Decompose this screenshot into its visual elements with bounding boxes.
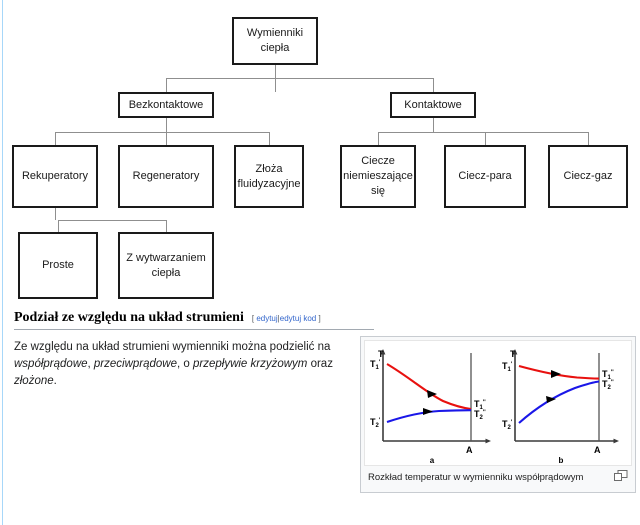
panel-a-cold-inlet-label: T2' bbox=[370, 417, 381, 429]
connector-rekuperatory-up bbox=[55, 132, 56, 145]
node-label: Ciecze niemieszające się bbox=[343, 155, 413, 197]
paragraph-text-3: , o bbox=[177, 358, 193, 370]
panel-b-hot-arrow bbox=[551, 370, 561, 378]
section-edit-links: [ edytuj|edytuj kod ] bbox=[251, 314, 321, 323]
connector-rekuperatory-down bbox=[55, 208, 56, 220]
node-zloza-fluidyzacyjne[interactable]: Złoża fluidyzacyjne bbox=[234, 145, 304, 208]
emphasis-przeplywie-krzyzowym: przepływie krzyżowym bbox=[193, 358, 308, 370]
figure-caption: Rozkład temperatur w wymienniku współprą… bbox=[368, 472, 584, 483]
node-rekuperatory[interactable]: Rekuperatory bbox=[12, 145, 98, 208]
panel-a-hot-curve bbox=[386, 363, 472, 411]
edit-source-link[interactable]: edytuj kod bbox=[279, 314, 317, 323]
section-heading: Podział ze względu na układ strumieni bbox=[14, 310, 244, 325]
paragraph-text-2: , bbox=[87, 358, 94, 370]
panel-a-y-axis-arrow bbox=[380, 349, 386, 355]
panel-b-y-axis-label: T bbox=[510, 349, 516, 359]
node-proste[interactable]: Proste bbox=[18, 232, 98, 299]
panel-b-cold-curve bbox=[518, 380, 600, 424]
node-ciecze-niemieszajace-sie[interactable]: Ciecze niemieszające się bbox=[340, 145, 416, 208]
connector-ciecze-up bbox=[378, 132, 379, 145]
node-ciecz-gaz[interactable]: Ciecz-gaz bbox=[548, 145, 628, 208]
connector-proste-up bbox=[58, 220, 59, 232]
section-heading-row: Podział ze względu na układ strumieni [ … bbox=[14, 310, 374, 330]
panel-a-y-axis-label: T bbox=[378, 349, 384, 359]
paragraph-text-5: . bbox=[53, 375, 57, 387]
connector-kontaktowe-up bbox=[433, 78, 434, 92]
panel-a-cold-curve bbox=[386, 409, 472, 423]
node-label: Kontaktowe bbox=[404, 98, 462, 111]
panel-b-cold-arrow bbox=[546, 396, 556, 403]
emphasis-wspolpradowe: współprądowe bbox=[14, 358, 88, 370]
connector-level4-bus bbox=[58, 220, 166, 221]
node-label: Regeneratory bbox=[132, 170, 200, 182]
connector-regeneratory-up bbox=[166, 132, 167, 145]
figure-image[interactable]: T T1' T2' T1'' T2'' A a T T1' T2' T1'' T… bbox=[364, 340, 632, 466]
taxonomy-diagram: Wymienniki ciepła Bezkontaktowe Kontakto… bbox=[12, 17, 628, 299]
page-left-border bbox=[2, 0, 3, 525]
emphasis-przeciwpradowe: przeciwprądowe bbox=[93, 358, 178, 370]
node-kontaktowe[interactable]: Kontaktowe bbox=[390, 92, 476, 118]
panel-a-title: a bbox=[430, 456, 435, 465]
section-paragraph: Ze względu na układ strumieni wymienniki… bbox=[14, 339, 362, 390]
node-regeneratory[interactable]: Regeneratory bbox=[118, 145, 214, 208]
panel-b-title: b bbox=[559, 456, 564, 465]
connector-z-wytwarzaniem-up bbox=[166, 220, 167, 232]
edit-links-separator: | bbox=[277, 314, 280, 323]
panel-b-cold-inlet-label: T2' bbox=[502, 419, 513, 431]
connector-level3-right-bus bbox=[378, 132, 588, 133]
node-wymienniki-ciepla[interactable]: Wymienniki ciepła bbox=[232, 17, 318, 65]
connector-level2-bus bbox=[166, 78, 433, 79]
temperature-profile-chart: T T1' T2' T1'' T2'' A a T T1' T2' T1'' T… bbox=[370, 349, 619, 465]
panel-b-x-axis-label: A bbox=[594, 445, 601, 455]
node-ciecz-para[interactable]: Ciecz-para bbox=[444, 145, 526, 208]
connector-level3-left-bus bbox=[55, 132, 269, 133]
section-block: Podział ze względu na układ strumieni [ … bbox=[14, 310, 374, 402]
node-label: Wymienniki ciepła bbox=[246, 27, 304, 54]
panel-a-x-axis-label: A bbox=[466, 445, 473, 455]
node-label: Ciecz-para bbox=[458, 170, 512, 182]
node-bezkontaktowe[interactable]: Bezkontaktowe bbox=[118, 92, 214, 118]
node-label: Bezkontaktowe bbox=[128, 98, 204, 111]
panel-a-hot-arrow bbox=[427, 390, 437, 398]
enlarge-icon[interactable] bbox=[614, 470, 629, 481]
connector-bezkontaktowe-up bbox=[166, 78, 167, 92]
node-label: Ciecz-gaz bbox=[563, 170, 613, 182]
node-label: Proste bbox=[42, 259, 74, 271]
edit-link[interactable]: edytuj bbox=[256, 314, 278, 323]
panel-a-cold-arrow bbox=[423, 408, 433, 415]
panel-a-hot-inlet-label: T1' bbox=[370, 359, 381, 371]
panel-a-x-axis-arrow bbox=[485, 438, 491, 444]
connector-ciecz-para-up bbox=[485, 132, 486, 145]
node-label: Rekuperatory bbox=[21, 170, 89, 182]
figure-thumbnail: T T1' T2' T1'' T2'' A a T T1' T2' T1'' T… bbox=[360, 336, 636, 493]
panel-b-x-axis-arrow bbox=[613, 438, 619, 444]
node-label: Złoża fluidyzacyjne bbox=[237, 162, 301, 190]
connector-kontaktowe-down bbox=[433, 118, 434, 132]
connector-ciecz-gaz-up bbox=[588, 132, 589, 145]
panel-b-hot-inlet-label: T1' bbox=[502, 361, 513, 373]
node-label: Z wytwarzaniem ciepła bbox=[126, 251, 206, 279]
panel-b-y-axis-arrow bbox=[512, 349, 518, 355]
node-z-wytwarzaniem-ciepla[interactable]: Z wytwarzaniem ciepła bbox=[118, 232, 214, 299]
paragraph-text-4: oraz bbox=[307, 358, 333, 370]
paragraph-text-1: Ze względu na układ strumieni wymienniki… bbox=[14, 341, 331, 353]
connector-zloza-up bbox=[269, 132, 270, 145]
figure-caption-row: Rozkład temperatur w wymienniku współprą… bbox=[364, 466, 632, 489]
emphasis-zlozone: złożone bbox=[14, 375, 54, 387]
panel-b-hot-curve bbox=[518, 364, 600, 380]
connector-bezkontaktowe-down bbox=[166, 118, 167, 132]
